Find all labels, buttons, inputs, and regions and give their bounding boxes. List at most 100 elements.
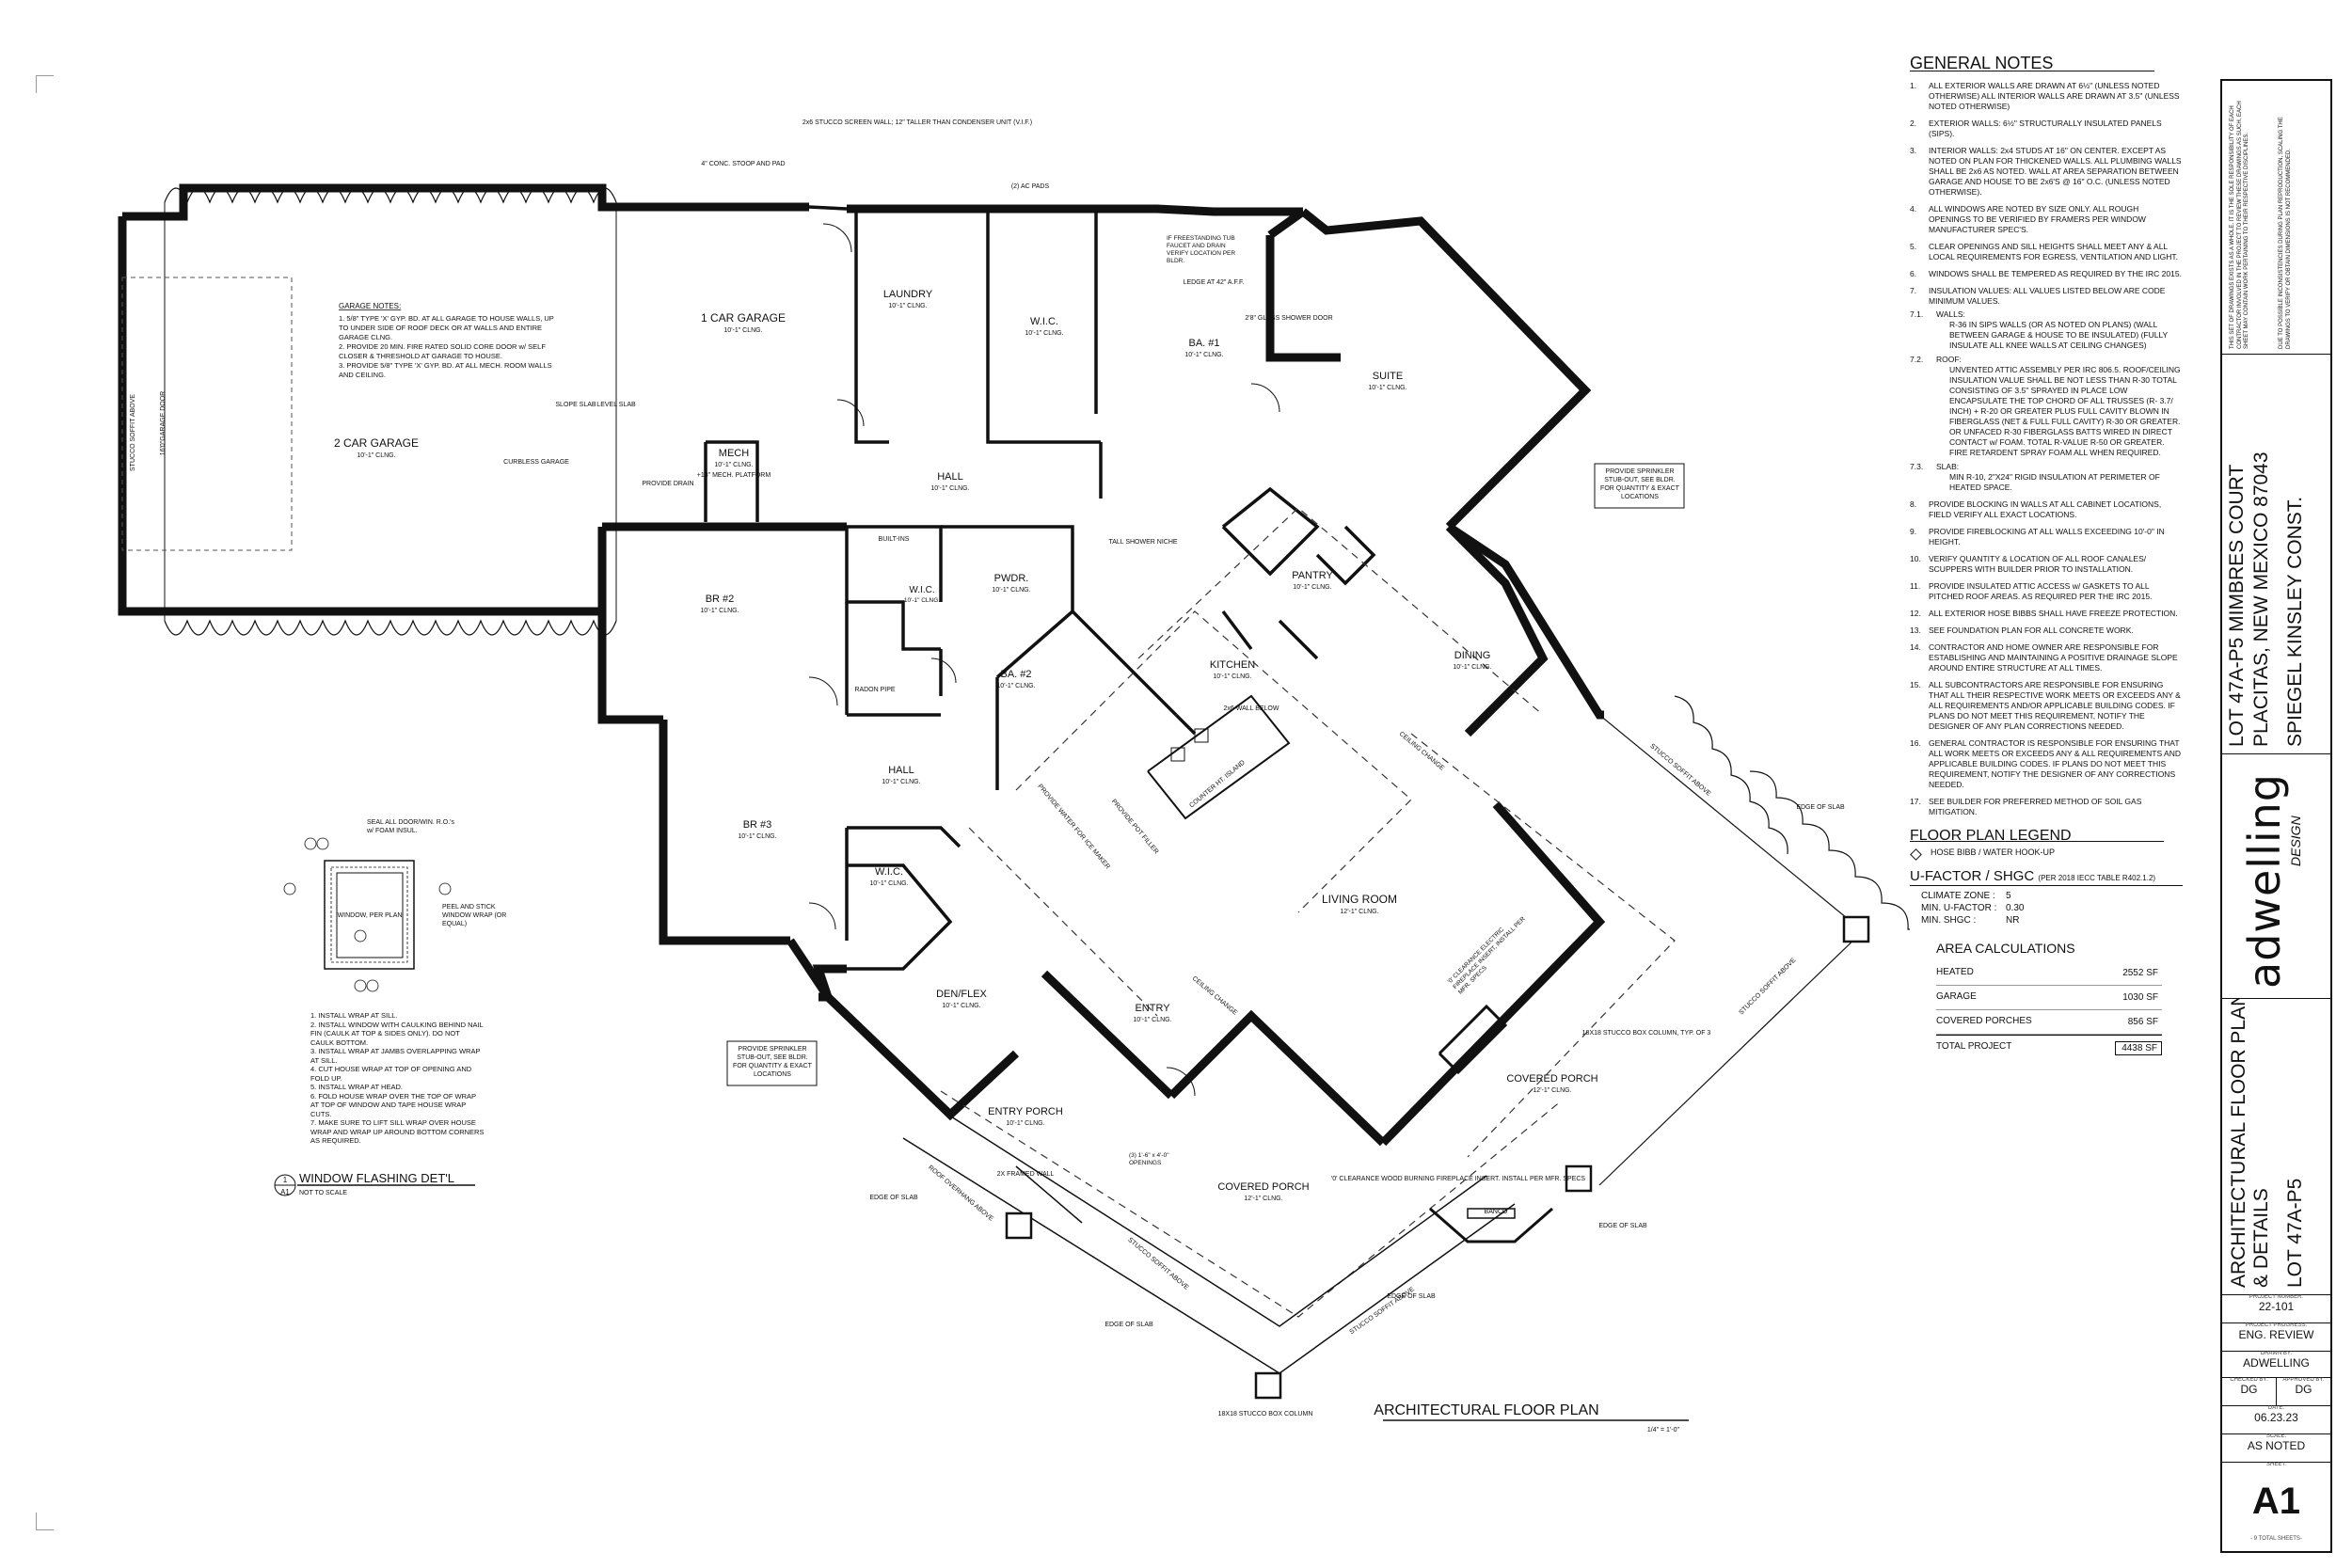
room-clg-den: 10'-1" CLNG. bbox=[942, 1003, 980, 1009]
room-label-hall-2: HALL bbox=[888, 765, 914, 776]
room-clg-ba2: 10'-1" CLNG. bbox=[996, 683, 1035, 689]
general-notes-panel: GENERAL NOTES 1.ALL EXTERIOR WALLS ARE D… bbox=[1910, 55, 2183, 1061]
ceiling-change-lines bbox=[940, 507, 1676, 1318]
room-clg-covered-porch-1: 12'-1" CLNG. bbox=[1244, 1196, 1282, 1202]
note-item: 17.SEE BUILDER FOR PREFERRED METHOD OF S… bbox=[1910, 797, 2142, 816]
room-clg-hall-1: 10'-1" CLNG. bbox=[930, 485, 969, 492]
legend-hose-bibb: HOSE BIBB / WATER HOOK-UP bbox=[1931, 847, 2056, 857]
room-clg-mech: 10'-1" CLNG. bbox=[714, 462, 753, 468]
room-label-wic-1: W.I.C. bbox=[1030, 316, 1058, 327]
note-level: LEVEL SLAB bbox=[596, 402, 636, 408]
note-garage-door: 16'0"GARAGE DOOR bbox=[160, 391, 167, 455]
note-edge-slab-1: EDGE OF SLAB bbox=[869, 1195, 918, 1201]
note-soffit-east-1: STUCCO SOFFIT ABOVE bbox=[1648, 743, 1712, 798]
room-clg-kitchen: 10'-1" CLNG. bbox=[1213, 673, 1251, 680]
garage-notes: 1. 5/8" TYPE 'X' GYP. BD. AT ALL GARAGE … bbox=[339, 314, 555, 380]
note-counter-island: COUNTER HT. ISLAND bbox=[1188, 759, 1246, 809]
plan-title: ARCHITECTURAL FLOOR PLAN bbox=[1374, 1402, 1598, 1418]
room-clg-1-car-garage: 10'-1" CLNG. bbox=[723, 327, 762, 334]
garage-note-2: 2. PROVIDE 20 MIN. FIRE RATED SOLID CORE… bbox=[339, 342, 546, 360]
detail-scale: NOT TO SCALE bbox=[299, 1190, 347, 1196]
note-item: 1.ALL EXTERIOR WALLS ARE DRAWN AT 6½" (U… bbox=[1910, 81, 2180, 111]
note-item: 15.ALL SUBCONTRACTORS ARE RESPONSIBLE FO… bbox=[1910, 680, 2181, 731]
kitchen-island bbox=[1147, 694, 1291, 820]
note-item: 3.INTERIOR WALLS: 2x4 STUDS AT 16" ON CE… bbox=[1910, 146, 2182, 197]
detail-step: 2. INSTALL WINDOW WITH CAULKING BEHIND N… bbox=[310, 1020, 484, 1047]
note-framed-wall: 2X FRAMED WALL bbox=[997, 1171, 1055, 1178]
note-soffit-south-2: STUCCO SOFFIT ABOVE bbox=[1349, 1286, 1416, 1336]
sprinkler-note-text-1: PROVIDE SPRINKLER STUB-OUT, SEE BLDR. FO… bbox=[1600, 468, 1679, 500]
note-banco: BANCO bbox=[1485, 1209, 1508, 1215]
room-label-dining: DINING bbox=[1454, 650, 1491, 661]
room-clg-entry-porch: 10'-1" CLNG. bbox=[1006, 1120, 1044, 1127]
project-line-2: PLACITAS, NEW MEXICO 87043 bbox=[2250, 451, 2272, 747]
detail-ref-num: 1 bbox=[283, 1176, 288, 1184]
box-column-4 bbox=[1565, 1164, 1593, 1193]
detail-ref-sheet: A1 bbox=[280, 1188, 290, 1196]
note-fireplace-wood: '0' CLEARANCE WOOD BURNING FIREPLACE INS… bbox=[1331, 1176, 1585, 1182]
note-subitem: 7.1.WALLS:R-36 IN SIPS WALLS (OR AS NOTE… bbox=[1910, 309, 2169, 350]
note-roof-overhang: ROOF OVERHANG ABOVE bbox=[927, 1164, 994, 1223]
client-name: SPIEGEL KINSLEY CONST. bbox=[2284, 496, 2306, 747]
logo-wordmark: adwelling bbox=[2239, 772, 2290, 989]
drawing-title-1: ARCHITECTURAL FLOOR PLAN bbox=[2228, 998, 2249, 1288]
note-edge-slab-3: EDGE OF SLAB bbox=[1387, 1293, 1436, 1300]
room-clg-br3: 10'-1" CLNG. bbox=[738, 833, 776, 840]
detail-steps: 1. INSTALL WRAP AT SILL. 2. INSTALL WIND… bbox=[310, 1011, 485, 1146]
room-clg-pwdr: 10'-1" CLNG. bbox=[992, 587, 1030, 594]
ufactor-table: CLIMATE ZONE :5 MIN. U-FACTOR :0.30 MIN.… bbox=[1921, 891, 2025, 926]
general-notes-heading: GENERAL NOTES bbox=[1910, 55, 2154, 71]
note-ice-maker: PROVIDE WATER FOR ICE MAKER bbox=[1036, 784, 1110, 871]
room-label-suite: SUITE bbox=[1373, 371, 1403, 382]
lot-label: LOT 47A-P5 bbox=[2284, 1178, 2306, 1288]
note-edge-slab-5: EDGE OF SLAB bbox=[1796, 804, 1845, 811]
note-box-col-2: 18X18 STUCCO BOX COLUMN bbox=[1218, 1411, 1313, 1418]
room-label-wic-3: W.I.C. bbox=[875, 866, 903, 878]
note-item: 2.EXTERIOR WALLS: 6½" STRUCTURALLY INSUL… bbox=[1910, 119, 2162, 138]
total-sheets: - 9 TOTAL SHEETS- bbox=[2250, 1536, 2302, 1542]
room-clg-wic-3: 10'-1" CLNG. bbox=[869, 880, 908, 887]
tb-scale: SCALE: AS NOTED bbox=[2222, 1433, 2330, 1463]
note-item: 13.SEE FOUNDATION PLAN FOR ALL CONCRETE … bbox=[1910, 626, 2134, 635]
sprinkler-note-2 bbox=[726, 1040, 818, 1086]
sprinkler-note-1 bbox=[1594, 463, 1685, 509]
note-item: 10.VERIFY QUANTITY & LOCATION OF ALL ROO… bbox=[1910, 554, 2147, 574]
room-clg-entry: 10'-1" CLNG. bbox=[1133, 1017, 1171, 1023]
room-clg-ba1: 10'-1" CLNG. bbox=[1184, 352, 1223, 358]
note-item: 6.WINDOWS SHALL BE TEMPERED AS REQUIRED … bbox=[1910, 269, 2182, 278]
note-ac-pads: (2) AC PADS bbox=[1011, 183, 1050, 190]
hose-bibb-icon bbox=[1910, 848, 1923, 858]
note-curbless: CURBLESS GARAGE bbox=[503, 459, 569, 466]
garage-door-dashed bbox=[121, 277, 293, 551]
room-label-covered-porch-2: COVERED PORCH bbox=[1506, 1073, 1597, 1085]
tb-disclaimer: THIS SET OF DRAWINGS EXISTS AS A WHOLE. … bbox=[2222, 81, 2330, 355]
door-swings bbox=[808, 223, 1280, 1097]
note-item: 7.INSULATION VALUES: ALL VALUES LISTED B… bbox=[1910, 286, 2166, 306]
tb-logo: adwelling DESIGN bbox=[2222, 753, 2330, 999]
room-label-hall-1: HALL bbox=[937, 471, 963, 483]
note-soffit-east-2: STUCCO SOFFIT ABOVE bbox=[1738, 957, 1797, 1016]
garage-note-3: 3. PROVIDE 5/8" TYPE 'X' GYP. BD. AT ALL… bbox=[339, 361, 552, 379]
area-calc-title: AREA CALCULATIONS bbox=[1936, 941, 2075, 956]
tb-drawing-title: ARCHITECTURAL FLOOR PLAN & DETAILS LOT 4… bbox=[2222, 998, 2330, 1295]
note-edge-slab-4: EDGE OF SLAB bbox=[1598, 1223, 1647, 1229]
note-mech-platform: +18" MECH. PLATFORM bbox=[697, 472, 771, 479]
note-pot-filler: PROVIDE POT FILLER bbox=[1110, 799, 1160, 856]
room-label-entry-porch: ENTRY PORCH bbox=[988, 1106, 1063, 1117]
room-label-entry: ENTRY bbox=[1135, 1003, 1170, 1014]
room-label-ba2: BA. #2 bbox=[1000, 669, 1031, 680]
room-label-1-car-garage: 1 CAR GARAGE bbox=[701, 311, 786, 325]
crop-mark-top-left bbox=[36, 75, 54, 93]
disclaimer-2: DUE TO POSSIBLE INCONSISTENCIES DURING P… bbox=[2279, 117, 2292, 349]
legend-row: HOSE BIBB / WATER HOOK-UP bbox=[1910, 847, 2183, 858]
window-flashing-detail bbox=[274, 837, 475, 1196]
garage-notes-title: GARAGE NOTES: bbox=[339, 302, 401, 310]
note-ceiling-change-2: CEILING CHANGE bbox=[1398, 731, 1446, 772]
room-clg-living: 12'-1" CLNG. bbox=[1340, 909, 1378, 915]
detail-step: 3. INSTALL WRAP AT JAMBS OVERLAPPING WRA… bbox=[310, 1047, 481, 1065]
note-stucco-soffit-garage: STUCCO SOFFIT ABOVE bbox=[130, 394, 136, 471]
